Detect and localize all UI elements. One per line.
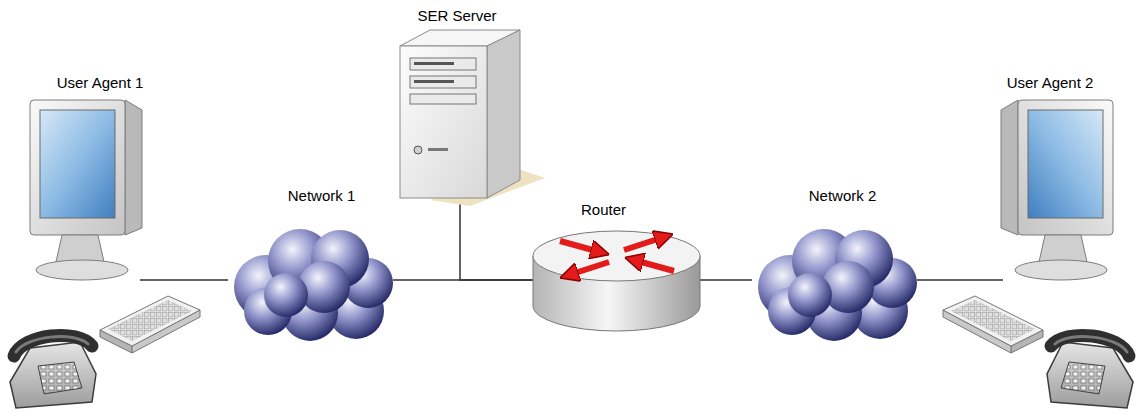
user-agent-icon	[943, 100, 1133, 408]
router: Router	[533, 232, 700, 330]
network-cloud: Network 2	[752, 225, 917, 340]
node-label: Router	[581, 201, 626, 219]
node-label: User Agent 1	[57, 74, 144, 92]
network-cloud	[234, 229, 393, 341]
user-agent-icon	[10, 100, 200, 408]
node-label: Network 2	[809, 187, 877, 205]
node-label: SER Server	[417, 7, 496, 25]
server: SER Server	[400, 32, 520, 202]
user-agent: User Agent 1	[28, 100, 140, 282]
label-stack: Network 2	[809, 187, 877, 205]
network-link	[140, 279, 228, 281]
user-agent: User Agent 2	[1003, 100, 1115, 282]
network-link	[700, 279, 752, 281]
router-icon	[533, 231, 700, 331]
label-stack: Router	[581, 201, 626, 219]
node-label: User Agent 2	[1007, 74, 1094, 92]
node-label: Network 1	[288, 187, 356, 205]
network-link	[917, 279, 1003, 281]
label-stack: Network 1	[288, 187, 356, 205]
network-cloud: Network 1	[228, 225, 393, 340]
server-icon	[400, 30, 545, 206]
label-stack: User Agent 2	[1007, 74, 1094, 92]
network-link	[460, 202, 533, 280]
label-stack: SER Server	[417, 7, 496, 25]
network-cloud	[758, 229, 917, 341]
label-stack: User Agent 1	[57, 74, 144, 92]
